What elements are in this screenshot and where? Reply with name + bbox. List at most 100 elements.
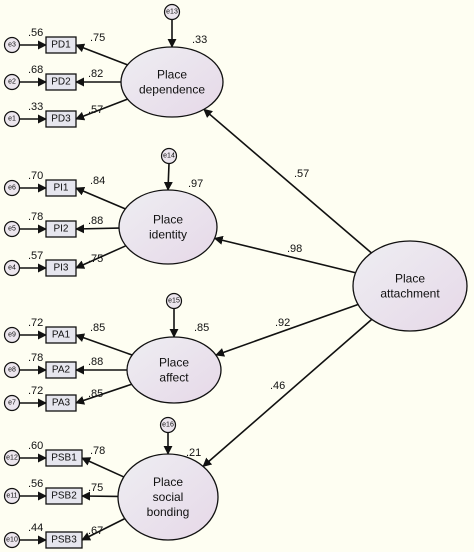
r-squared-label: .44: [28, 522, 43, 534]
error-label: e11: [6, 493, 17, 500]
disturbance-label: e13: [166, 9, 178, 16]
latent-dep: [120, 46, 224, 118]
loading-path-PA3: [75, 383, 132, 405]
loading-coefficient-label: .85: [90, 322, 105, 334]
loading-path-PA1: [75, 333, 133, 356]
error-label: e1: [8, 116, 16, 123]
squared-multiple-correlation-aff: .85: [194, 322, 209, 334]
loading-coefficient-label: .67: [88, 525, 103, 537]
loading-path-PSB1: [81, 457, 125, 478]
disturbance-path-ide: [163, 163, 173, 191]
error-circle: [3, 361, 21, 379]
latent-name-line: Place: [157, 68, 187, 82]
path-coefficient-ide: .98: [287, 243, 302, 255]
loading-coefficient-label: .78: [90, 445, 105, 457]
path-att-to-soc: [202, 318, 373, 467]
error-circle: [3, 179, 21, 197]
squared-multiple-correlation-dep: .33: [192, 34, 207, 46]
loading-path-PD1: [75, 43, 128, 66]
indicator-label: PSB2: [51, 491, 77, 502]
r-squared-label: .56: [28, 478, 43, 490]
loading-path-PSB3: [81, 517, 126, 541]
path-coefficient-dep: .57: [294, 168, 309, 180]
disturbance-label: e15: [168, 298, 180, 305]
error-circle: [3, 259, 21, 277]
error-label: e3: [8, 42, 16, 49]
r-squared-label: .78: [28, 211, 43, 223]
error-label: e8: [8, 367, 16, 374]
error-circle: [3, 326, 21, 344]
error-circle: [3, 110, 21, 128]
r-squared-label: .68: [28, 64, 43, 76]
disturbance-circle: [163, 3, 181, 21]
indicator-label: PA1: [52, 330, 71, 341]
indicator-label: PA3: [52, 398, 71, 409]
indicator-box: [45, 326, 77, 344]
error-circle: [3, 449, 21, 467]
loading-coefficient-label: .75: [88, 482, 103, 494]
paths-layer: [19, 19, 373, 545]
indicator-label: PD3: [51, 114, 71, 125]
indicator-label: PI3: [53, 263, 68, 274]
r-squared-label: .72: [28, 385, 43, 397]
loading-coefficient-label: .88: [88, 356, 103, 368]
latent-ide: [118, 189, 218, 265]
indicator-box: [45, 179, 77, 197]
latent-name-line: Place: [395, 272, 425, 286]
latent-name-line: affect: [159, 371, 189, 385]
indicator-box: [45, 220, 77, 238]
error-label: e6: [8, 185, 16, 192]
latent-name-line: Place: [159, 356, 189, 370]
error-label: e12: [6, 455, 18, 462]
path-att-to-aff: [215, 303, 359, 357]
r-squared-label: .57: [28, 250, 43, 262]
loading-path-PI2: [75, 224, 120, 234]
indicator-box: [45, 361, 77, 379]
error-label: e2: [8, 79, 16, 86]
error-circle: [3, 220, 21, 238]
latent-name-line: attachment: [380, 287, 440, 301]
indicator-label: PD1: [51, 40, 71, 51]
loading-coefficient-label: .88: [88, 215, 103, 227]
disturbance-label: e14: [163, 153, 175, 160]
path-att-to-ide: [213, 235, 356, 274]
loading-coefficient-label: .84: [90, 175, 105, 187]
disturbance-label: e16: [162, 422, 174, 429]
disturbance-circle: [165, 292, 183, 310]
indicator-box: [45, 259, 77, 277]
indicator-label: PSB3: [51, 535, 77, 546]
disturbance-circle: [159, 416, 177, 434]
error-label: e5: [8, 226, 16, 233]
r-squared-label: .78: [28, 352, 43, 364]
indicator-box: [45, 394, 77, 412]
indicator-box: [45, 36, 77, 54]
loading-coefficient-label: .75: [88, 253, 103, 265]
indicator-box: [45, 531, 83, 549]
r-squared-label: .60: [28, 440, 43, 452]
squared-multiple-correlation-ide: .97: [188, 178, 203, 190]
loading-coefficient-label: .82: [88, 68, 103, 80]
path-coefficient-soc: .46: [270, 380, 285, 392]
r-squared-label: .70: [28, 170, 43, 182]
loading-coefficient-label: .57: [88, 104, 103, 116]
indicator-label: PI1: [53, 183, 68, 194]
error-circle: [3, 531, 21, 549]
disturbance-circle: [160, 147, 178, 165]
indicator-label: PSB1: [51, 453, 77, 464]
indicator-label: PA2: [52, 365, 71, 376]
error-circle: [3, 487, 21, 505]
error-label: e7: [8, 400, 16, 407]
latent-name-line: social: [153, 490, 184, 504]
squared-multiple-correlation-soc: .21: [186, 447, 201, 459]
r-squared-label: .72: [28, 317, 43, 329]
latent-att: [352, 240, 468, 332]
latent-aff: [126, 336, 222, 404]
latent-soc: [117, 453, 219, 541]
loading-coefficient-label: .85: [88, 388, 103, 400]
error-circle: [3, 394, 21, 412]
loading-path-PD3: [75, 98, 128, 121]
path-coefficient-aff: .92: [275, 317, 290, 329]
error-label: e9: [8, 332, 16, 339]
r-squared-label: .56: [28, 27, 43, 39]
